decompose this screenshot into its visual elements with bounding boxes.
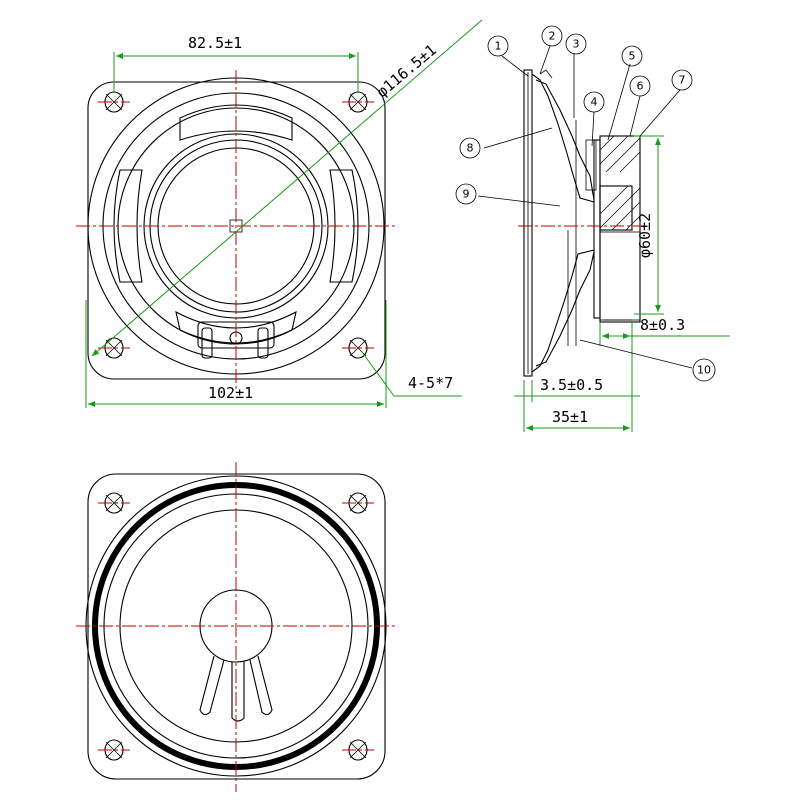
svg-text:3: 3 — [573, 38, 580, 51]
overall-width-label: 102±1 — [208, 384, 253, 402]
callout-10: 10 — [692, 358, 716, 382]
basket-window-top — [179, 104, 293, 141]
side-top-plate — [593, 139, 601, 319]
side-basket-upper — [535, 79, 595, 201]
svg-text:2: 2 — [549, 30, 556, 43]
callout-6: 6 — [629, 75, 651, 97]
svg-text:5: 5 — [629, 50, 636, 63]
basket-window-bottom — [175, 310, 297, 344]
callout-7: 7 — [671, 69, 693, 91]
callout-leaders — [477, 45, 693, 369]
mount-spacing-label: 82.5±1 — [188, 34, 242, 52]
side-magnet-hatching — [599, 135, 641, 231]
side-surround-upper — [539, 69, 553, 79]
side-cone-upper — [531, 73, 595, 203]
mount-holes-label: 4-5*7 — [408, 374, 453, 392]
magnet-height-label: 8±0.3 — [640, 316, 685, 334]
total-depth-label: 35±1 — [552, 408, 588, 426]
flange-depth-label: 3.5±0.5 — [540, 376, 603, 394]
side-cone-lower — [531, 249, 595, 373]
svg-text:4: 4 — [591, 96, 598, 109]
side-spider — [585, 139, 597, 191]
callouts: 1 2 3 4 5 6 7 8 9 10 — [455, 25, 716, 382]
side-section-view — [518, 69, 650, 377]
side-basket-lower — [535, 251, 595, 367]
svg-text:7: 7 — [679, 74, 686, 87]
callout-3: 3 — [565, 33, 587, 55]
rear-view — [76, 462, 396, 792]
side-back-plate — [599, 185, 633, 231]
svg-text:6: 6 — [637, 80, 644, 93]
svg-text:9: 9 — [463, 188, 470, 201]
side-magnet — [599, 135, 641, 323]
basket-window-right — [329, 169, 359, 283]
callout-4: 4 — [583, 91, 605, 113]
svg-text:1: 1 — [495, 40, 502, 53]
front-view — [76, 70, 396, 392]
frame-diameter-dimension-line — [91, 19, 483, 357]
side-dimensions: φ60±2 8±0.3 3.5±0.5 35±1 — [514, 135, 730, 432]
callout-8: 8 — [459, 137, 481, 159]
rear-lead-wires — [199, 655, 273, 722]
mount-holes-leader — [361, 351, 462, 397]
callout-2: 2 — [541, 25, 563, 47]
svg-text:8: 8 — [467, 142, 474, 155]
callout-9: 9 — [455, 183, 477, 205]
side-pole-piece — [599, 231, 641, 321]
side-frame-flange — [523, 69, 533, 377]
callout-1: 1 — [487, 35, 509, 57]
callout-5: 5 — [621, 45, 643, 67]
basket-window-left — [113, 169, 143, 283]
magnet-diameter-label: φ60±2 — [636, 213, 654, 258]
svg-text:10: 10 — [697, 364, 711, 377]
frame-diameter-label: φ116.5±1 — [373, 41, 440, 101]
